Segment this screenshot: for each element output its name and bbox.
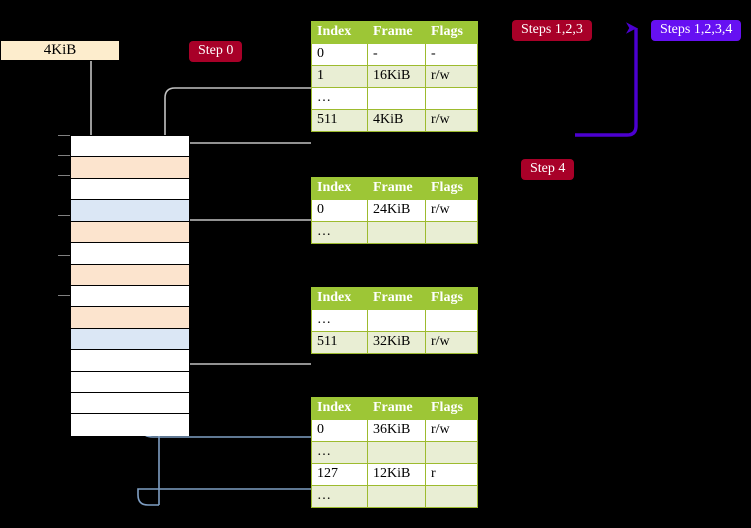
table-cell: 12KiB: [367, 463, 426, 486]
column-header-flags: Flags: [425, 287, 478, 310]
step-4-label: Step 4: [521, 159, 575, 181]
frame-size-label: 4KiB: [43, 42, 77, 58]
memory-grid-tick: [58, 215, 70, 216]
table-cell: [367, 485, 426, 508]
table-row: …: [311, 87, 478, 110]
memory-grid-tick: [58, 255, 70, 256]
table-cell: …: [311, 309, 368, 332]
table-cell: 16KiB: [367, 65, 426, 88]
column-header-frame: Frame: [367, 397, 426, 420]
column-header-frame: Frame: [367, 21, 426, 44]
table-row: …: [311, 221, 478, 244]
column-header-flags: Flags: [425, 397, 478, 420]
table-cell: 0: [311, 419, 368, 442]
table-cell: 24KiB: [367, 199, 426, 222]
table-cell: 511: [311, 331, 368, 354]
memory-grid-row: [71, 200, 189, 222]
table-cell: r/w: [425, 199, 478, 222]
table-row: …: [311, 441, 478, 464]
memory-grid-row: [71, 264, 189, 286]
column-header-index: Index: [311, 177, 368, 200]
table-cell: r/w: [425, 65, 478, 88]
table-cell: [425, 441, 478, 464]
column-header-frame: Frame: [367, 177, 426, 200]
table-cell: 511: [311, 109, 368, 132]
table-cell: 0: [311, 199, 368, 222]
column-header-flags: Flags: [425, 177, 478, 200]
column-header-flags: Flags: [425, 21, 478, 44]
table-row: …: [311, 309, 478, 332]
memory-grid-row: [71, 178, 189, 201]
table-cell: [425, 221, 478, 244]
memory-grid-row: [71, 221, 189, 244]
table-cell: [367, 309, 426, 332]
memory-grid-tick: [58, 295, 70, 296]
table-cell: r/w: [425, 109, 478, 132]
physical-memory-grid: [70, 135, 190, 436]
step-0-label: Step 0: [189, 41, 243, 63]
table-cell: r: [425, 463, 478, 486]
table-cell: …: [311, 87, 368, 110]
table-cell: r/w: [425, 419, 478, 442]
memory-grid-row: [71, 307, 189, 329]
table-cell: 127: [311, 463, 368, 486]
table-cell: [425, 485, 478, 508]
table-cell: [367, 221, 426, 244]
memory-grid-row: [71, 371, 189, 394]
table-cell: -: [425, 43, 478, 66]
frame-size-box: 4KiB: [0, 40, 120, 61]
table-cell: r/w: [425, 331, 478, 354]
steps-123-label: Steps 1,2,3: [512, 20, 592, 42]
table-cell: 32KiB: [367, 331, 426, 354]
memory-grid-row: [71, 350, 189, 372]
memory-grid-row: [71, 243, 189, 265]
table-cell: [425, 309, 478, 332]
memory-grid-tick: [58, 155, 70, 156]
column-header-index: Index: [311, 397, 368, 420]
table-cell: -: [367, 43, 426, 66]
table-cell: [425, 87, 478, 110]
table-cell: 1: [311, 65, 368, 88]
table-cell: 0: [311, 43, 368, 66]
column-header-index: Index: [311, 21, 368, 44]
memory-grid-row: [71, 136, 189, 158]
memory-grid-row: [71, 157, 189, 179]
table-cell: …: [311, 221, 368, 244]
table-cell: [367, 87, 426, 110]
memory-grid-tick: [58, 175, 70, 176]
table-cell: 36KiB: [367, 419, 426, 442]
column-header-index: Index: [311, 287, 368, 310]
wire-steps-return-arrow: [575, 22, 638, 137]
memory-grid-tick: [58, 135, 70, 136]
wire-blue-to-pt-row127: [137, 488, 311, 506]
memory-grid-row: [71, 393, 189, 415]
memory-grid-row: [71, 414, 189, 436]
memory-grid-row: [71, 285, 189, 308]
table-cell: …: [311, 485, 368, 508]
table-row: 0--: [311, 43, 478, 66]
steps-1234-label: Steps 1,2,3,4: [651, 20, 742, 42]
table-cell: …: [311, 441, 368, 464]
table-cell: [367, 441, 426, 464]
column-header-frame: Frame: [367, 287, 426, 310]
table-row: …: [311, 485, 478, 508]
table-cell: 4KiB: [367, 109, 426, 132]
memory-grid-row: [71, 328, 189, 351]
